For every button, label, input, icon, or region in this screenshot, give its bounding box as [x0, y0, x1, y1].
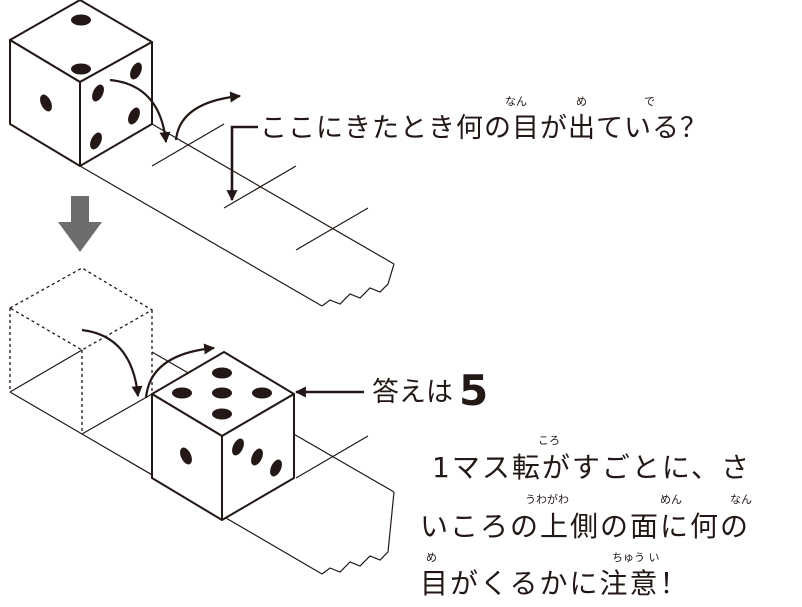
- ghost-die-outline: [8, 267, 154, 434]
- furigana-de: で: [644, 95, 655, 108]
- furigana-me: め: [576, 95, 587, 108]
- note-line-1: 1マス転がすごとに、さ: [432, 451, 751, 484]
- question-pointer-arrow: [226, 125, 258, 202]
- question-text: ここにきたとき何の目が出ている？: [260, 113, 708, 144]
- bottom-roll-arrows: [81, 328, 216, 399]
- answer-label: 答えは: [372, 377, 453, 408]
- furigana-me-2: め: [426, 551, 437, 564]
- top-die-pips: [40, 14, 142, 150]
- down-arrow-icon: [58, 196, 102, 252]
- furigana-uwagawa: うわがわ: [525, 493, 569, 506]
- top-track: [79, 123, 395, 307]
- note-line-2: いころの上側の面に何の: [420, 510, 751, 543]
- furigana-koro: ころ: [538, 434, 560, 447]
- furigana-nan: なん: [505, 95, 527, 108]
- top-roll-arrows: [109, 78, 242, 144]
- furigana-men: めん: [660, 493, 682, 506]
- furigana-chuui: ちゅう い: [612, 551, 660, 564]
- answer-value: 5: [459, 366, 489, 415]
- furigana-nan-2: なん: [730, 493, 752, 506]
- bottom-die-pips: [172, 367, 282, 477]
- note-line-3: 目がくるかに注意！: [420, 567, 690, 600]
